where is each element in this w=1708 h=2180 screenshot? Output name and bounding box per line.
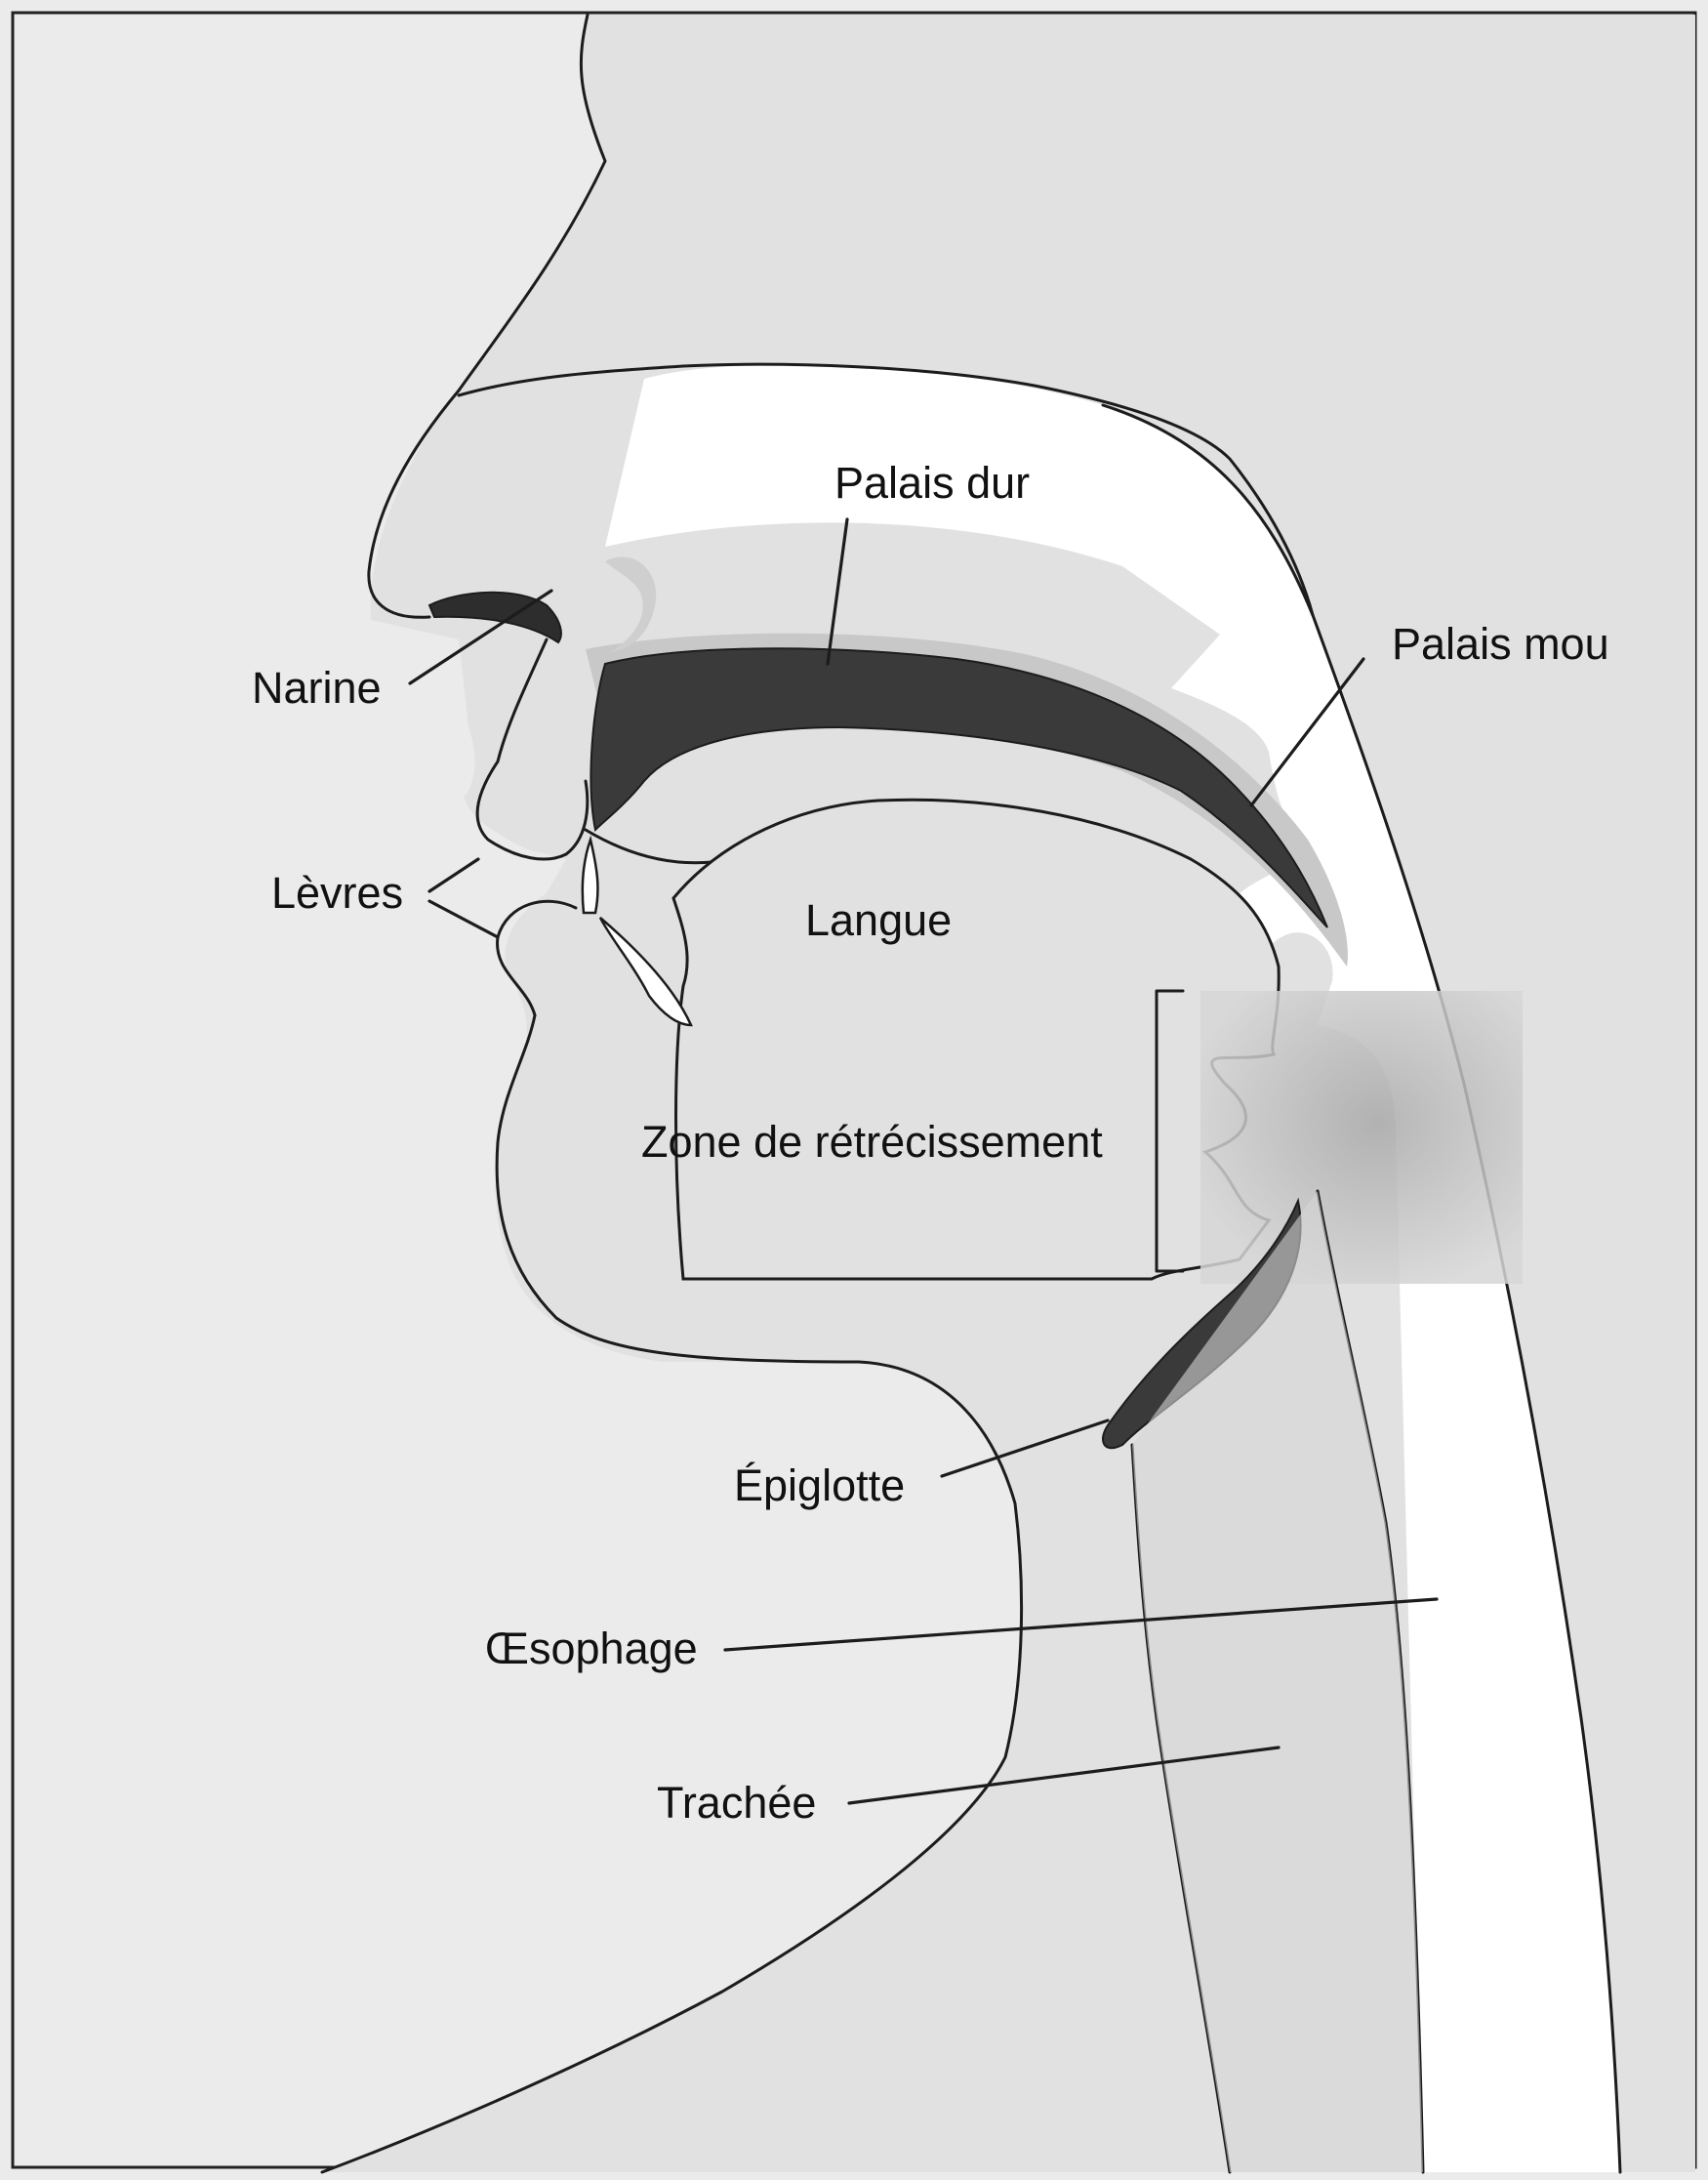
tongue (673, 800, 1279, 1279)
label-zone-de-retrecissement: Zone de rétrécissement (641, 1117, 1103, 1167)
label-narine: Narine (252, 663, 382, 713)
narrowing-zone-highlight (1200, 991, 1523, 1284)
label-epiglotte: Épiglotte (734, 1460, 905, 1510)
label-levres: Lèvres (271, 868, 403, 918)
label-palais-dur: Palais dur (834, 458, 1030, 508)
label-oesophage: Œsophage (485, 1624, 698, 1673)
label-palais-mou: Palais mou (1392, 619, 1609, 669)
label-trachee: Trachée (657, 1778, 816, 1828)
label-langue: Langue (805, 895, 952, 945)
